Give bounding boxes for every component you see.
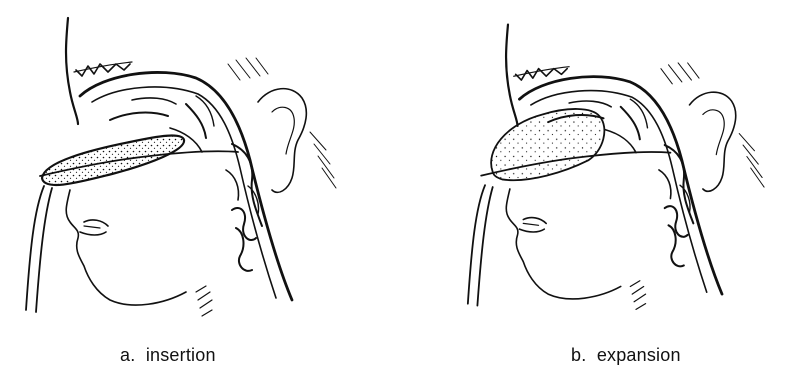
panel-expansion: b. expansion [443, 0, 787, 335]
caption-b: b. expansion [571, 345, 681, 366]
expanded-packing [491, 109, 604, 180]
panel-insertion: a. insertion [0, 0, 360, 335]
caption-a: a. insertion [120, 345, 216, 366]
insertion-illustration [0, 0, 360, 335]
expansion-illustration [443, 0, 787, 335]
compressed-packing [42, 136, 184, 185]
